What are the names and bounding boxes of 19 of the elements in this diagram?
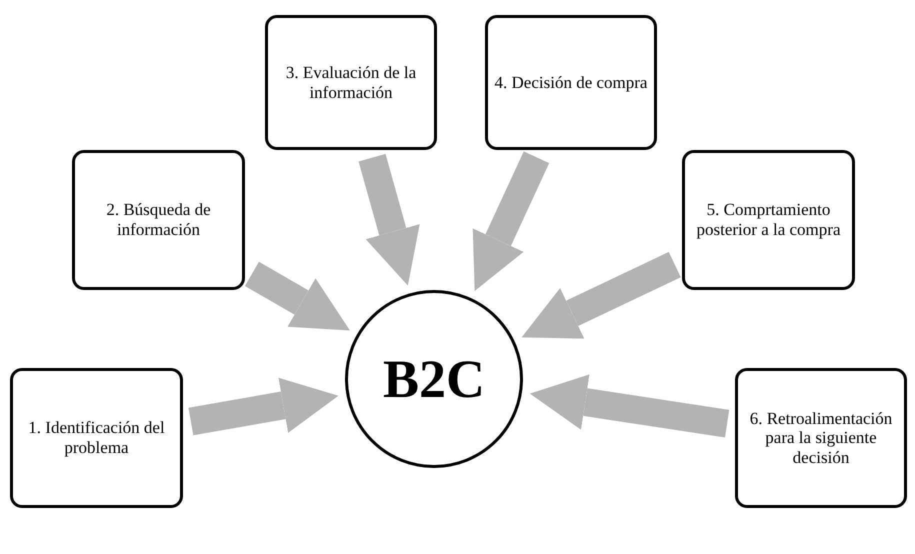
- step-label: 6. Retroalimentación para la siguiente decisión: [748, 408, 894, 468]
- step-box: [72, 150, 245, 290]
- hub-label: B2C: [382, 348, 485, 410]
- arrow: [530, 374, 730, 438]
- step-label: 5. Comprtamiento posterior a la compra: [696, 200, 842, 240]
- step-box: [485, 15, 657, 150]
- step-box: [735, 368, 907, 508]
- arrow: [472, 151, 550, 291]
- step-label: 2. Búsqueda de información: [105, 200, 212, 240]
- step-box: [682, 150, 855, 290]
- step-box: [10, 368, 183, 508]
- arrow: [522, 252, 681, 339]
- arrow: [358, 154, 420, 286]
- step-label: 3. Evaluación de la información: [284, 62, 418, 102]
- step-box: [265, 15, 437, 150]
- step-label: 4. Decisión de compra: [494, 72, 648, 92]
- arrow: [244, 262, 350, 331]
- step-label: 1. Identificación del problema: [27, 418, 166, 458]
- arrow: [188, 378, 338, 436]
